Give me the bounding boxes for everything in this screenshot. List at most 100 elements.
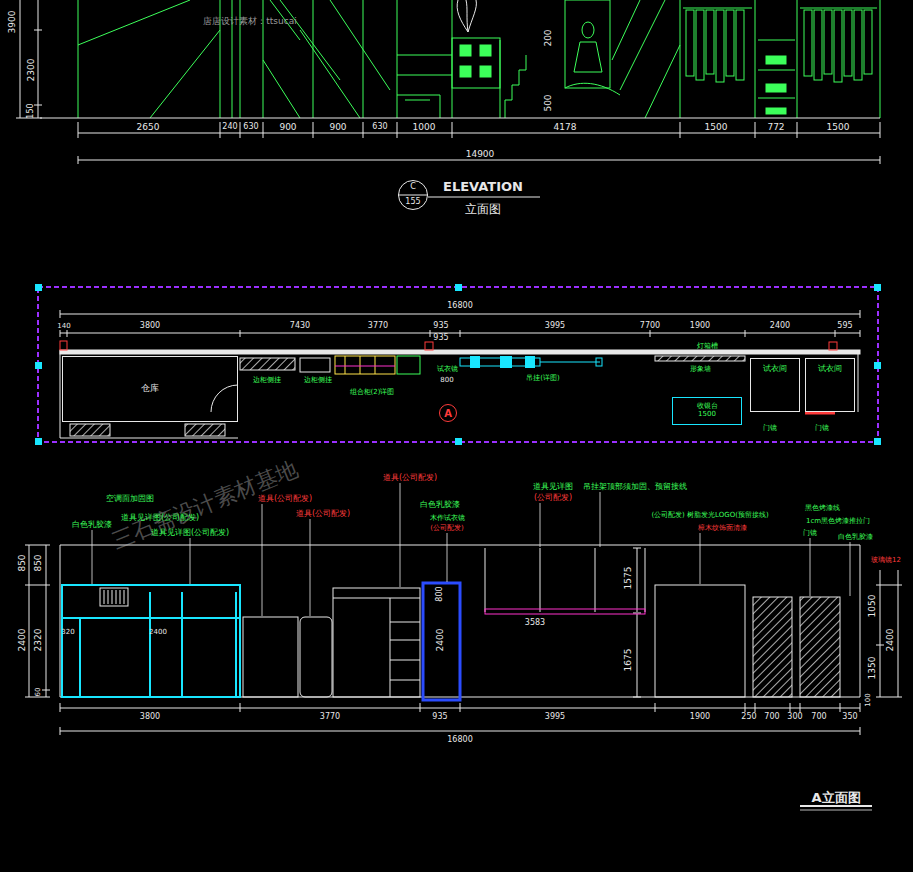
elevation-c-drawing — [726, 10, 734, 76]
dimension-text: 320 — [61, 629, 74, 636]
plan-fixtures — [425, 342, 433, 350]
plan-border — [38, 287, 878, 442]
elevation-c-drawing — [736, 10, 744, 80]
annotation-text: 道具见详图(公司配发) — [121, 514, 199, 522]
dimension-text: 3900 — [8, 11, 17, 34]
dimension-text: 2400 — [886, 629, 895, 652]
elevation-c-drawing — [814, 10, 822, 80]
node-text: 收银台 — [697, 403, 718, 411]
plan-border — [38, 287, 878, 442]
dimension-text: 3770 — [368, 322, 388, 330]
dimension-text: 1900 — [690, 322, 710, 330]
node-text: 试衣间 — [763, 365, 787, 374]
title-underline — [800, 805, 872, 807]
elevation-c-drawing — [460, 45, 471, 56]
elevation-c-drawing — [397, 55, 452, 118]
dimension-text: 3800 — [140, 322, 160, 330]
plan-dimensions — [60, 310, 860, 337]
annotation-text: 白色乳胶漆 — [72, 521, 112, 529]
dimension-text: 7700 — [640, 322, 660, 330]
dimension-text: 200 — [544, 29, 553, 46]
elevation-a-shell — [25, 545, 50, 697]
dimension-text: 700 — [764, 713, 779, 721]
dimension-text: 800 — [440, 377, 453, 384]
annotation-text: A立面图 — [811, 791, 860, 804]
elevation-c-drawing — [78, 0, 880, 118]
dimension-text: 2650 — [137, 123, 160, 132]
ac-grille — [100, 588, 128, 606]
fitting-room: 试衣间 — [750, 358, 800, 412]
section-marker-line — [398, 195, 540, 197]
elevation-c-drawing — [78, 0, 452, 118]
ac-grille — [104, 590, 124, 604]
elevation-c-drawing — [804, 10, 812, 76]
cashier-desk: 收银台1500 — [672, 397, 742, 425]
node-text: C — [410, 183, 416, 192]
dimension-text: 4178 — [554, 123, 577, 132]
dimension-text: 935 — [432, 713, 447, 721]
dimension-text: 140 — [57, 323, 70, 330]
dimension-text: 1500 — [827, 123, 850, 132]
dimension-text: 2400 — [18, 629, 27, 652]
dimension-lines — [78, 122, 880, 138]
hanging-racks — [485, 548, 645, 612]
dimension-text: 2320 — [34, 629, 43, 652]
elevation-a-shell — [633, 548, 641, 697]
annotation-text: 门镜 — [763, 425, 777, 432]
elevation-c-drawing — [864, 10, 872, 74]
dimension-text: 60 — [35, 688, 42, 697]
dimension-text: 2400 — [436, 629, 445, 652]
node-text: 1500 — [698, 411, 716, 419]
plan-fixtures — [345, 356, 375, 374]
annotation-text: 道具见详图(公司配发) — [151, 529, 229, 537]
grip-squares — [35, 284, 42, 291]
dimension-text: 14900 — [466, 150, 495, 159]
annotation-text: 玻璃镜12 — [871, 557, 901, 564]
plan-walls — [300, 358, 330, 372]
plan-fixtures — [829, 342, 837, 350]
annotation-text: 黑色烤漆线 — [805, 505, 840, 512]
dimension-lines — [40, 118, 880, 119]
counter-cabinet — [62, 585, 240, 697]
plan-fixtures — [60, 341, 837, 413]
room-box: 仓库 — [62, 356, 238, 422]
plan-walls — [60, 350, 860, 438]
elevation-c-drawing — [844, 10, 852, 76]
dimension-text: 800 — [436, 586, 444, 601]
elevation-c-drawing — [500, 40, 526, 118]
annotation-text: 1cm黑色烤漆推拉门 — [806, 518, 870, 525]
dimension-text: 1000 — [413, 123, 436, 132]
grip-squares — [874, 284, 881, 291]
display-props — [300, 617, 332, 697]
annotation-text: 道具(公司配发) — [383, 474, 437, 482]
annotation-text: 边柜侧挂 — [304, 377, 332, 384]
elevation-c-drawing — [452, 38, 500, 88]
annotation-text: 试衣镜 — [437, 366, 458, 373]
annotation-text: 吊挂(详图) — [526, 375, 559, 382]
dimension-text: 1350 — [868, 657, 877, 680]
plan-walls — [60, 350, 860, 354]
dimension-text: 16800 — [447, 736, 472, 744]
grip-squares — [35, 438, 42, 445]
dimension-text: 250 — [741, 713, 756, 721]
dimension-text: 7430 — [290, 322, 310, 330]
dimension-text: 500 — [544, 94, 553, 111]
elevation-a-dimensions — [60, 703, 860, 712]
elevation-a-shell — [876, 570, 902, 697]
annotation-text: 组合柜(2)详图 — [350, 389, 395, 396]
annotation-text: 白色乳胶漆 — [838, 534, 873, 541]
section-marker-line — [398, 195, 540, 197]
grip-squares — [455, 284, 462, 291]
fitting-doors — [800, 597, 840, 697]
dimension-text: 2300 — [27, 59, 36, 82]
plant-sketch — [457, 0, 476, 32]
dimension-text: 1900 — [690, 713, 710, 721]
elevation-c-drawing — [706, 10, 714, 74]
elevation-c-drawing — [716, 10, 724, 82]
plan-dimensions — [60, 310, 860, 318]
dimension-text: 2400 — [770, 322, 790, 330]
plan-fixtures — [525, 356, 535, 368]
elevation-c-drawing — [460, 66, 471, 77]
annotation-text: 门镜 — [815, 425, 829, 432]
